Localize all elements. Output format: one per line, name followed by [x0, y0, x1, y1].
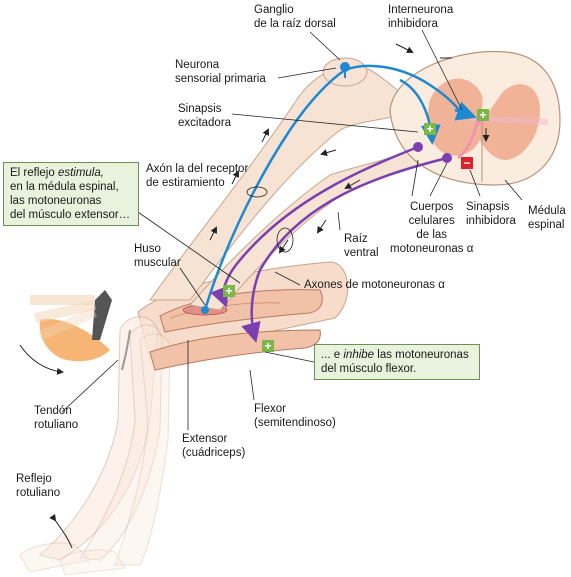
plus-marker-flexor: +	[262, 339, 274, 353]
label-extensor: Extensor(cuádriceps)	[182, 433, 246, 459]
svg-text:+: +	[225, 284, 232, 298]
minus-marker-inhibitory: −	[461, 156, 473, 170]
dorsal-root-band	[149, 65, 421, 301]
flexor-motor-axon	[241, 156, 448, 343]
svg-text:+: +	[426, 122, 433, 136]
callout-stimulates: El reflejo estimula, en la médula espina…	[3, 162, 139, 226]
extensor-motoneuron-body	[413, 142, 423, 152]
sensory-branch-to-interneuron	[454, 101, 477, 121]
sensory-ending	[201, 306, 209, 314]
plus-marker-interneuron: +	[477, 108, 489, 122]
leg-motion-arrow	[49, 513, 73, 549]
reflex-hammer	[30, 290, 112, 362]
leader-lines	[61, 29, 523, 430]
hammer-motion-arrow	[19, 344, 64, 375]
svg-text:+: +	[479, 108, 486, 122]
extensor-motor-axon	[210, 145, 419, 308]
flow-arrows	[209, 43, 490, 254]
plus-marker-spinal-excitatory: +	[424, 122, 436, 136]
axon-cross-section-motor	[276, 227, 294, 253]
flexor-motoneuron-body	[442, 153, 452, 163]
svg-text:+: +	[264, 339, 271, 353]
label-alpha-motoneuron-axons: Axones de motoneuronas α	[304, 279, 445, 291]
label-flexor: Flexor(semitendinoso)	[254, 403, 336, 429]
callout-inhibits: ... e inhibe las motoneuronas del múscul…	[314, 344, 480, 380]
sensory-neuron-path	[203, 64, 467, 311]
svg-text:−: −	[463, 156, 470, 170]
axon-cross-section-sensory	[246, 186, 268, 198]
plus-marker-extensor: +	[223, 284, 235, 298]
